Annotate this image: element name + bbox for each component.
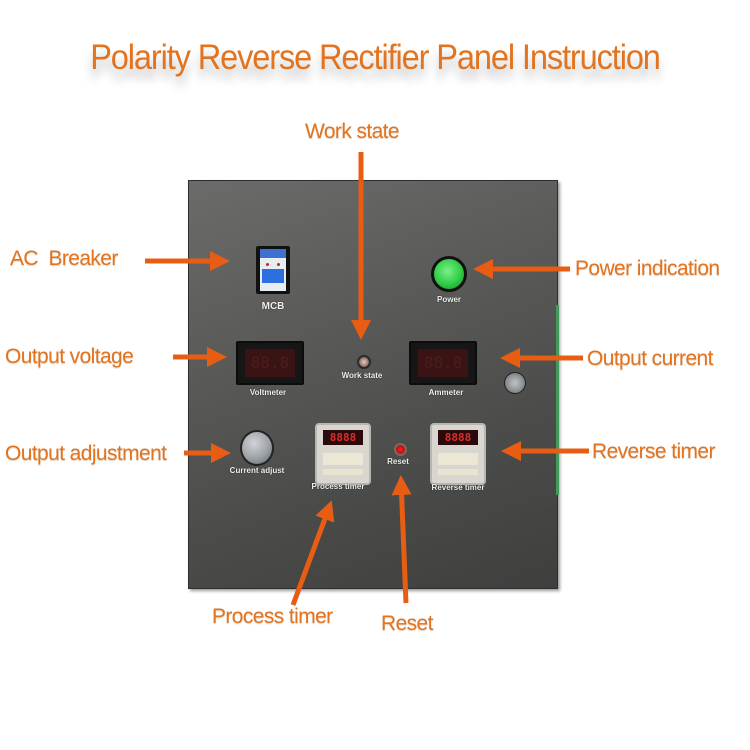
panel-lock-screw (504, 372, 526, 394)
current-adjust-knob[interactable] (240, 430, 274, 466)
current-adjust-label: Current adjust (229, 466, 285, 475)
callout-ac-breaker: AC Breaker (10, 247, 118, 270)
mcb-body (260, 249, 286, 291)
work-state-label: Work state (341, 371, 383, 380)
callout-output-adjustment: Output adjustment (5, 442, 167, 465)
voltmeter-display: 88.8 (245, 349, 295, 377)
reverse-timer-dip-switches[interactable] (438, 453, 478, 465)
callout-reset: Reset (381, 612, 433, 635)
reverse-timer-display: 8888 (438, 430, 478, 445)
mcb-breaker[interactable] (256, 246, 290, 294)
arrow-process-timer (290, 500, 335, 606)
page-title: Polarity Reverse Rectifier Panel Instruc… (90, 38, 661, 77)
callout-reverse-timer: Reverse timer (592, 440, 716, 463)
process-timer[interactable]: 8888 (315, 423, 371, 485)
mcb-label: MCB (261, 301, 285, 312)
reverse-timer[interactable]: 8888 (430, 423, 486, 485)
reset-label: Reset (387, 457, 409, 466)
process-timer-label: Process timer (311, 482, 365, 491)
work-state-led (357, 355, 371, 369)
reset-button[interactable] (394, 443, 407, 456)
mcb-toggle-lever[interactable] (262, 269, 284, 283)
process-timer-dip-switches[interactable] (323, 453, 363, 465)
ammeter-display: 88.8 (418, 349, 468, 377)
process-timer-brand-strip (323, 469, 363, 475)
callout-output-current: Output current (587, 347, 713, 370)
ammeter: 88.8 (409, 341, 477, 385)
arrow-reset (391, 475, 412, 604)
mcb-brand-strip (260, 249, 286, 258)
voltmeter-label: Voltmeter (249, 388, 287, 397)
reverse-timer-label: Reverse timer (431, 483, 485, 492)
callout-process-timer: Process timer (212, 605, 333, 628)
mcb-indicator-dot (266, 263, 269, 266)
callout-work-state: Work state (305, 120, 400, 143)
reverse-timer-brand-strip (438, 469, 478, 475)
power-indicator-lamp (431, 256, 467, 292)
panel-side-edge (556, 305, 559, 495)
power-label: Power (436, 295, 462, 304)
mcb-indicator-dot (277, 263, 280, 266)
ammeter-label: Ammeter (428, 388, 464, 397)
process-timer-display: 8888 (323, 430, 363, 445)
callout-power-indication: Power indication (575, 257, 720, 280)
voltmeter: 88.8 (236, 341, 304, 385)
callout-output-voltage: Output voltage (5, 345, 134, 368)
